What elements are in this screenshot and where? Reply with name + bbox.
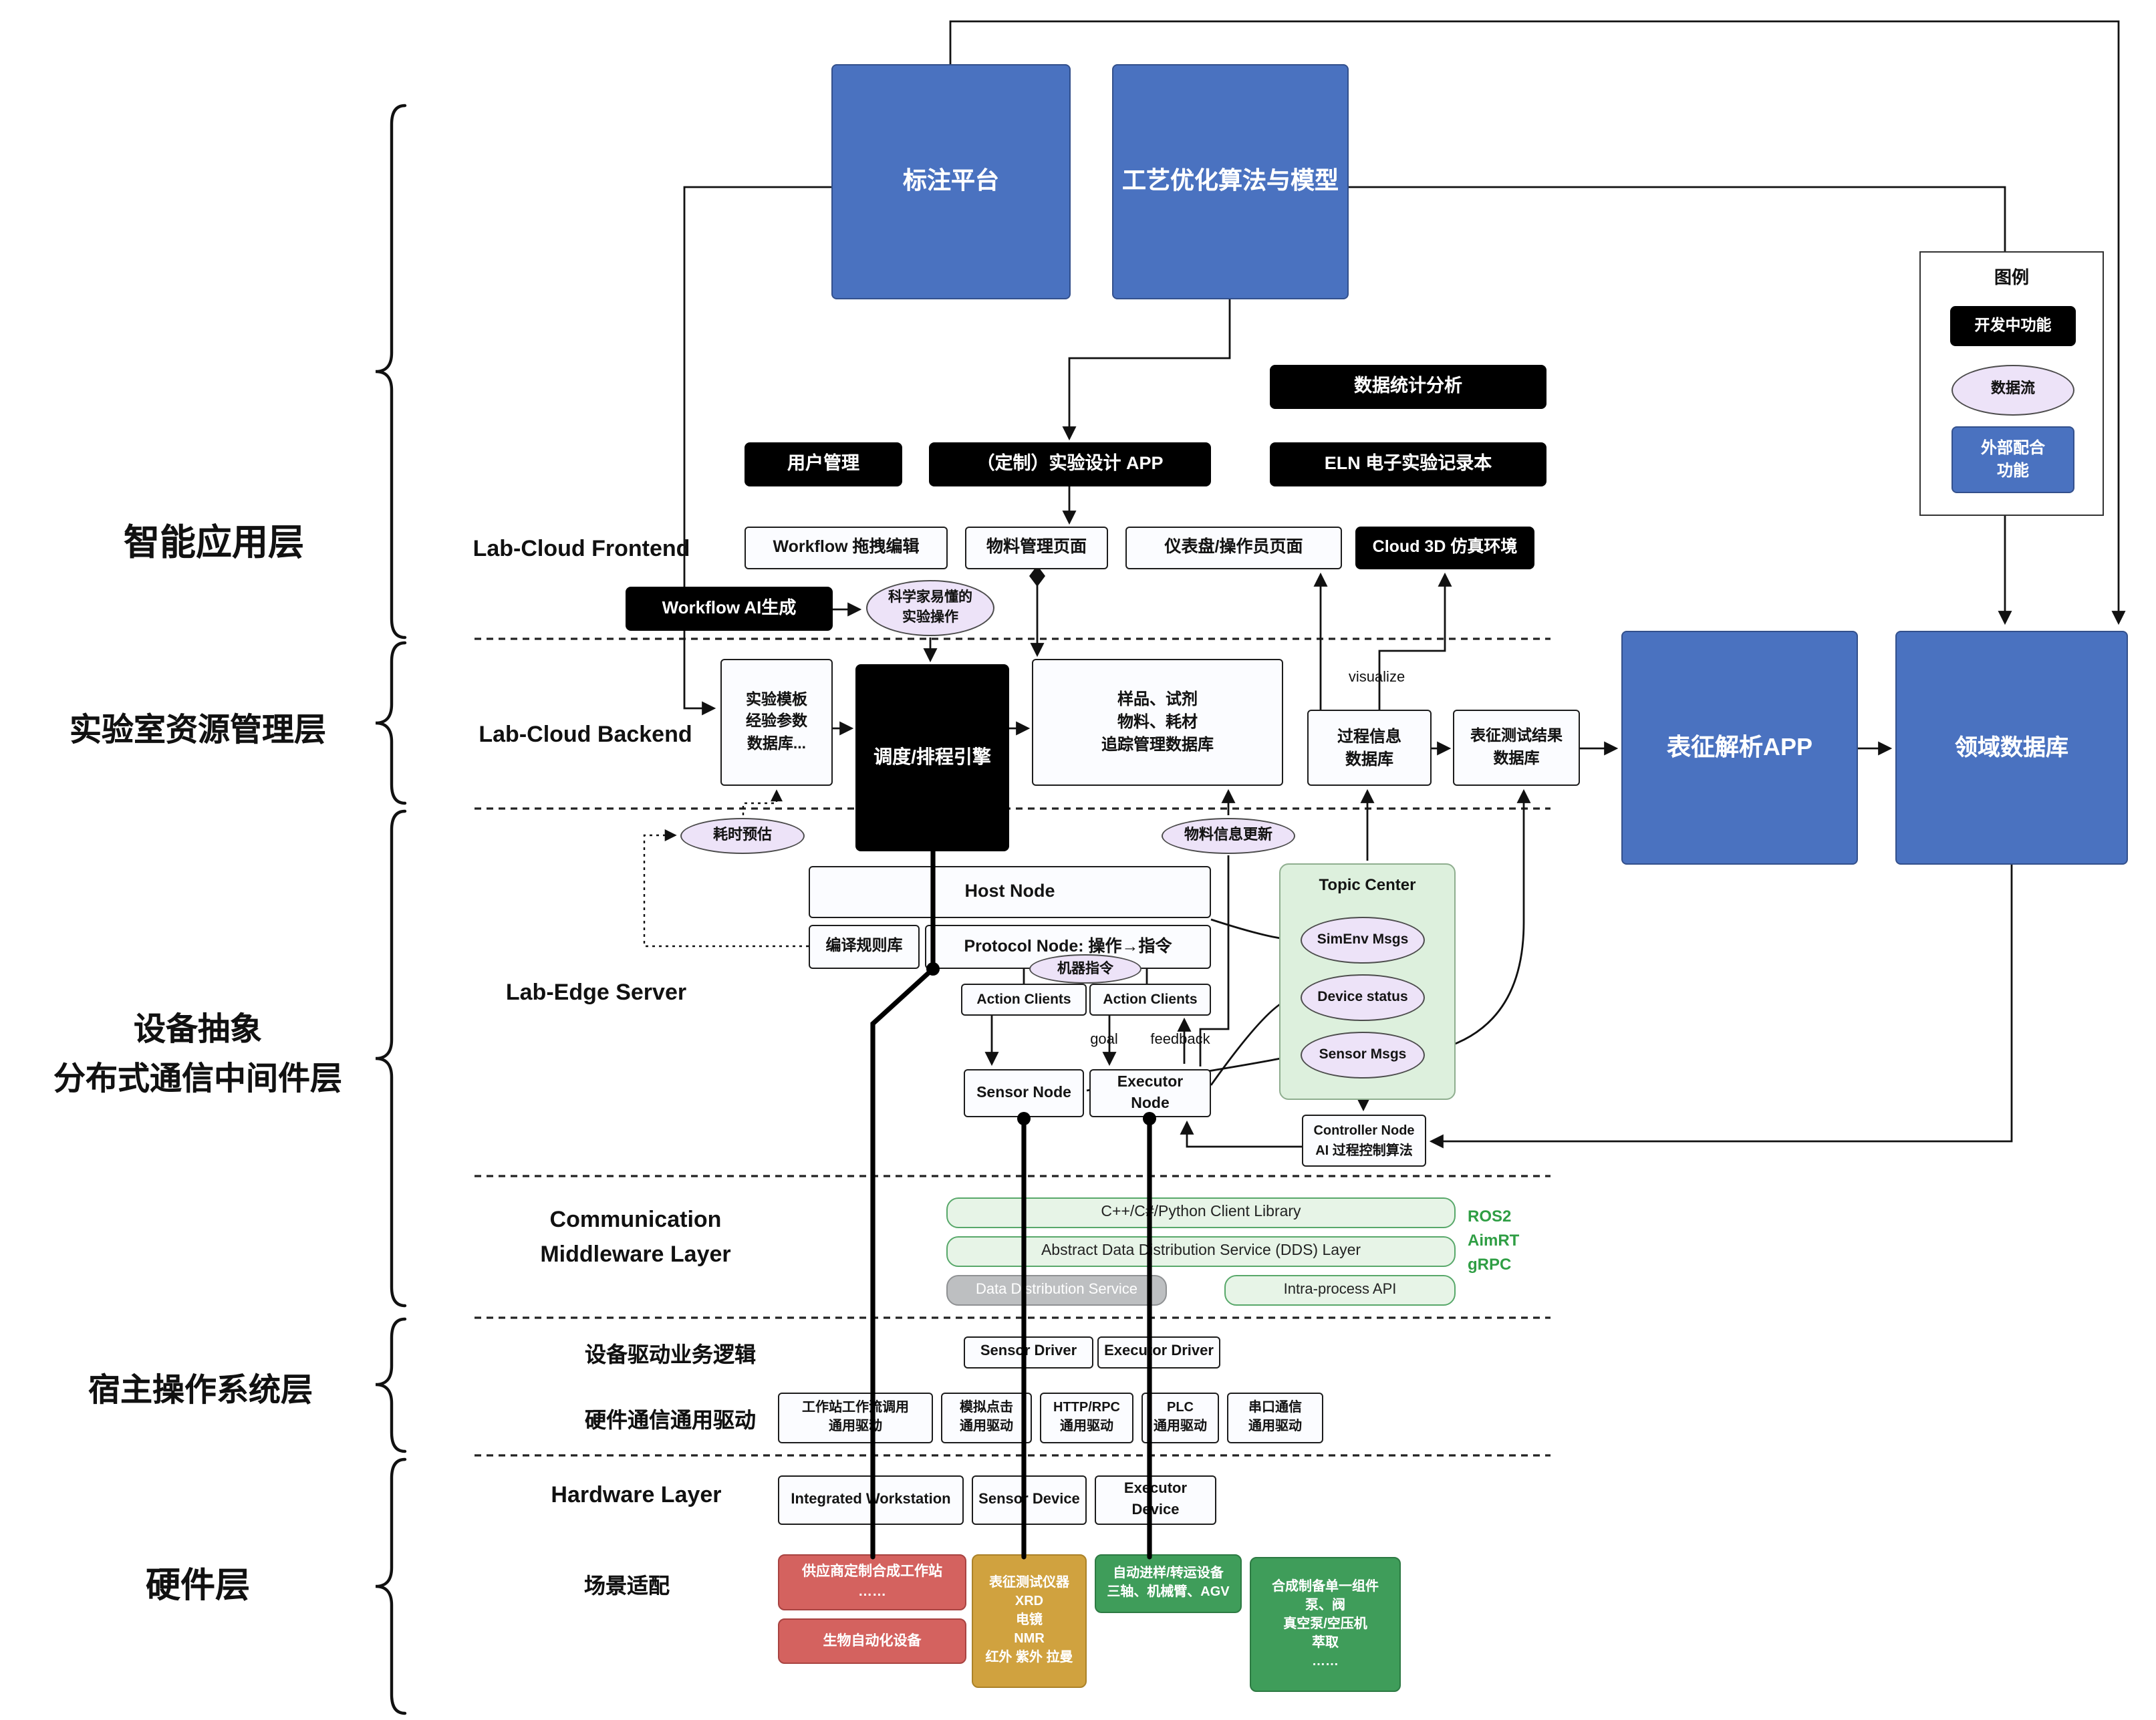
sensor-node: Sensor Node	[964, 1069, 1084, 1117]
process-info-db-node: 过程信息 数据库	[1307, 710, 1432, 786]
machine-command-dataflow: 机器指令	[1029, 954, 1141, 984]
custom-experiment-app-node: （定制）实验设计 APP	[929, 442, 1211, 486]
intra-process-api-node: Intra-process API	[1224, 1275, 1456, 1306]
client-library-node: C++/C#/Python Client Library	[946, 1197, 1456, 1228]
action-client-left-node: Action Clients	[961, 984, 1087, 1016]
sample-tracking-db-node: 样品、试剂 物料、耗材 追踪管理数据库	[1032, 659, 1283, 786]
layer-label-resource: 实验室资源管理层	[70, 712, 326, 748]
time-estimate-dataflow: 耗时预估	[680, 818, 805, 854]
scheduler-node: 调度/排程引擎	[855, 664, 1009, 851]
action-client-right-node: Action Clients	[1089, 984, 1211, 1016]
workflow-editor-node: Workflow 拖拽编辑	[745, 527, 948, 569]
layer-separators	[475, 637, 1551, 1457]
eln-node: ELN 电子实验记录本	[1270, 442, 1546, 486]
legend-title: 图例	[1994, 267, 2029, 287]
material-page-node: 物料管理页面	[965, 527, 1108, 569]
material-update-dataflow: 物料信息更新	[1162, 818, 1295, 854]
section-label-hw-driver: 硬件通信通用驱动	[584, 1410, 756, 1433]
data-statistics-node: 数据统计分析	[1270, 365, 1546, 409]
device-status-dataflow: Device status	[1301, 974, 1425, 1021]
process-optimization-node: 工艺优化算法与模型	[1112, 64, 1349, 299]
ros2-label: ROS2	[1468, 1207, 1512, 1226]
domain-db-node: 领域数据库	[1895, 631, 2128, 865]
layer-label-middleware: 设备抽象 分布式通信中间件层	[53, 1012, 342, 1098]
integrated-workstation-node: Integrated Workstation	[778, 1475, 964, 1525]
goal-label: goal	[1090, 1032, 1118, 1048]
cloud-3d-node: Cloud 3D 仿真环境	[1355, 527, 1534, 569]
section-label-scene: 场景适配	[583, 1576, 670, 1598]
bio-automation-node: 生物自动化设备	[778, 1618, 966, 1664]
characterization-result-db-node: 表征测试结果 数据库	[1453, 710, 1580, 786]
transfer-device-node: 自动进样/转运设备 三轴、机械臂、AGV	[1095, 1554, 1242, 1613]
section-label-backend: Lab-Cloud Backend	[479, 722, 692, 747]
diamond-connector	[1029, 565, 1045, 587]
serial-driver-node: 串口通信 通用驱动	[1227, 1393, 1323, 1443]
legend-dataflow-swatch: 数据流	[1951, 365, 2074, 416]
sensor-driver-node: Sensor Driver	[964, 1336, 1093, 1369]
vendor-workstation-node: 供应商定制合成工作站 ……	[778, 1554, 966, 1610]
user-management-node: 用户管理	[745, 442, 902, 486]
layer-label-host-os: 宿主操作系统层	[88, 1373, 313, 1409]
layer-label-app: 智能应用层	[124, 523, 304, 563]
http-rpc-driver-node: HTTP/RPC 通用驱动	[1040, 1393, 1133, 1443]
section-label-comm-middleware: Communication Middleware Layer	[540, 1207, 731, 1268]
sensor-msgs-dataflow: Sensor Msgs	[1301, 1032, 1425, 1079]
template-db-node: 实验模板 经验参数 数据库...	[720, 659, 833, 786]
plc-driver-node: PLC 通用驱动	[1141, 1393, 1219, 1443]
dds-layer-node: Abstract Data Distribution Service (DDS)…	[946, 1236, 1456, 1267]
workstation-driver-node: 工作站工作流调用 通用驱动	[778, 1393, 933, 1443]
executor-node: Executor Node	[1089, 1069, 1211, 1117]
section-label-edge-server: Lab-Edge Server	[505, 980, 687, 1005]
legend-external-swatch: 外部配合 功能	[1951, 426, 2074, 493]
controller-node: Controller Node AI 过程控制算法	[1302, 1115, 1426, 1167]
executor-device-node: Executor Device	[1095, 1475, 1216, 1525]
legend-developing-swatch: 开发中功能	[1950, 306, 2076, 346]
host-node: Host Node	[809, 866, 1211, 918]
section-label-frontend: Lab-Cloud Frontend	[473, 536, 690, 561]
section-label-hardware-layer: Hardware Layer	[551, 1482, 722, 1508]
grpc-label: gRPC	[1468, 1255, 1512, 1274]
legend-panel: 图例 开发中功能 数据流 外部配合 功能	[1919, 251, 2104, 516]
dds-service-node: Data Distribution Service	[946, 1275, 1167, 1306]
dashboard-page-node: 仪表盘/操作员页面	[1125, 527, 1342, 569]
compile-rule-lib-node: 编译规则库	[809, 925, 920, 969]
layer-braces	[375, 104, 407, 1715]
synthesis-component-node: 合成制备单一组件 泵、阀 真空泵/空压机 萃取 ……	[1250, 1557, 1401, 1692]
dotted-links	[643, 789, 809, 948]
executor-driver-node: Executor Driver	[1097, 1336, 1220, 1369]
layer-label-hardware: 硬件层	[145, 1565, 250, 1605]
click-sim-driver-node: 模拟点击 通用驱动	[941, 1393, 1032, 1443]
workflow-ai-node: Workflow AI生成	[626, 587, 833, 631]
scientist-ops-dataflow: 科学家易懂的 实验操作	[866, 580, 994, 636]
simenv-msgs-dataflow: SimEnv Msgs	[1301, 917, 1425, 964]
annotation-platform-node: 标注平台	[831, 64, 1071, 299]
characterization-app-node: 表征解析APP	[1621, 631, 1858, 865]
feedback-label: feedback	[1150, 1032, 1210, 1048]
sensor-device-node: Sensor Device	[972, 1475, 1087, 1525]
visualize-label: visualize	[1348, 670, 1405, 686]
section-label-driver-logic: 设备驱动业务逻辑	[584, 1344, 756, 1367]
characterization-instrument-node: 表征测试仪器 XRD 电镜 NMR 红外 紫外 拉曼	[972, 1554, 1087, 1688]
aimrt-label: AimRT	[1468, 1231, 1520, 1250]
